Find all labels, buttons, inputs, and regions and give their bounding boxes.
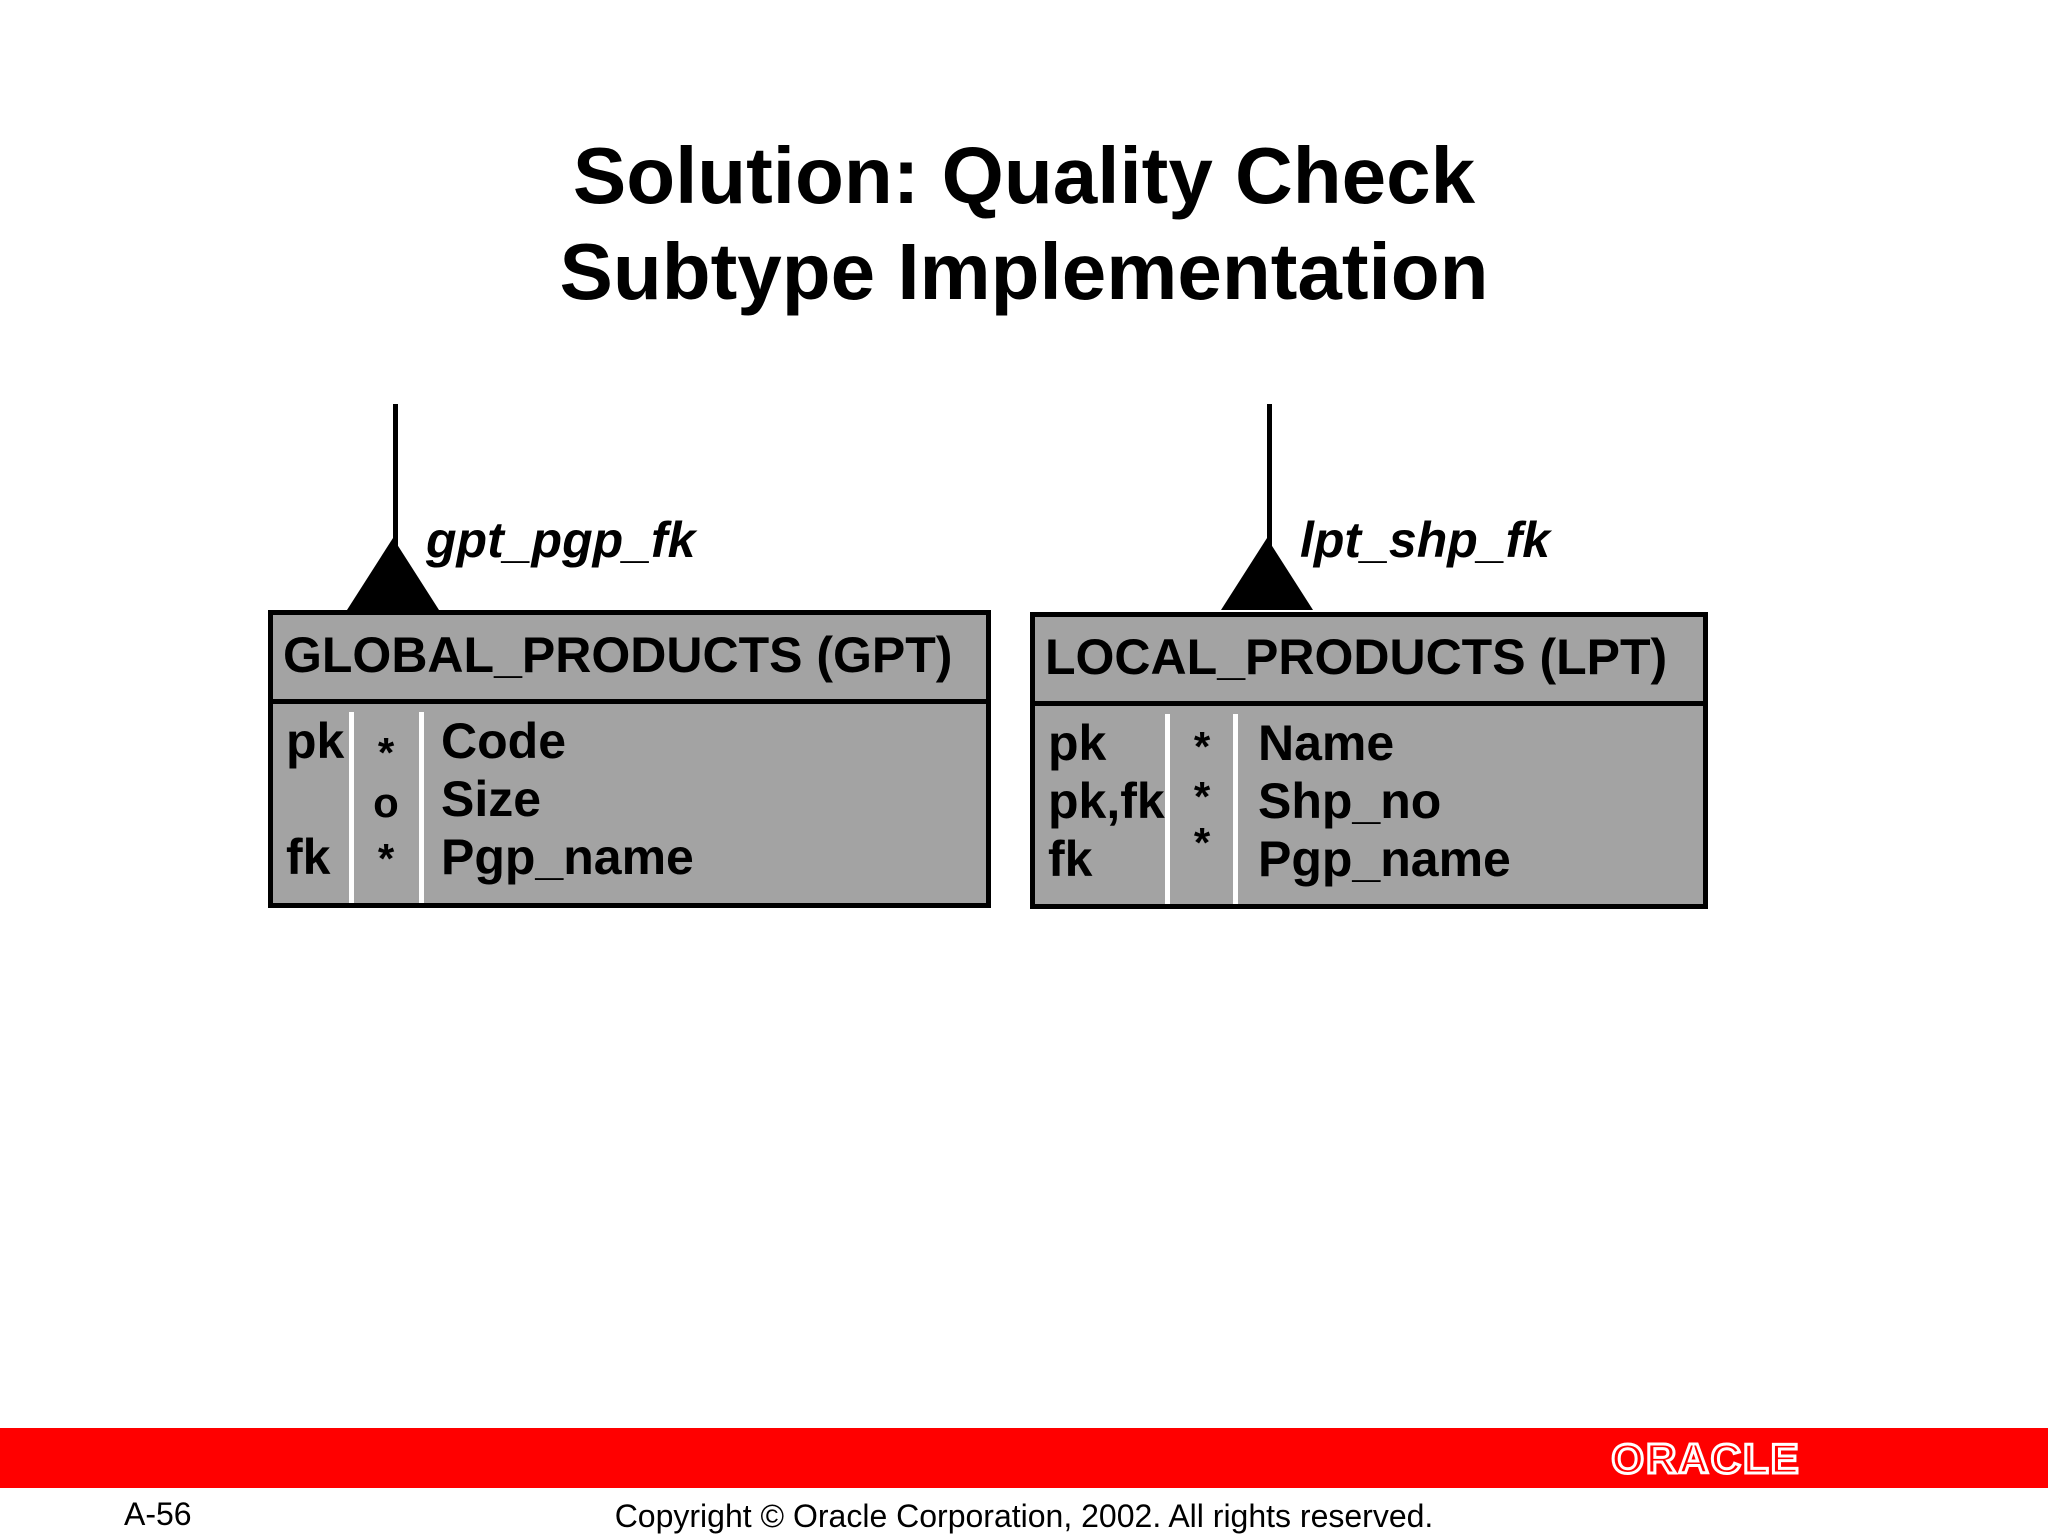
attribute-name: Name — [1258, 715, 1395, 771]
entity-header: LOCAL_PRODUCTS (LPT) — [1035, 617, 1703, 706]
column-divider — [1165, 714, 1170, 904]
entity-header: GLOBAL_PRODUCTS (GPT) — [273, 615, 986, 704]
attribute-optionality: * — [377, 729, 395, 776]
column-divider — [419, 712, 424, 903]
gpt-relationship-label: gpt_pgp_fk — [426, 512, 696, 568]
oracle-logo: ORACLE — [1610, 1434, 1800, 1484]
attribute-optionality: * — [1193, 723, 1211, 770]
column-divider — [349, 712, 354, 903]
attribute-name: Pgp_name — [1258, 831, 1511, 887]
attribute-optionality: o — [373, 779, 399, 826]
attribute-key: pk,fk — [1048, 773, 1165, 829]
attribute-key: pk — [286, 713, 345, 769]
entity-global-products: GLOBAL_PRODUCTS (GPT) pk * Code o Size f… — [268, 610, 991, 908]
attribute-optionality: * — [377, 835, 395, 882]
column-divider — [1233, 714, 1238, 904]
attribute-name: Code — [441, 713, 566, 769]
slide-title-line-1: Solution: Quality Check — [572, 131, 1476, 220]
lpt-relationship-label: lpt_shp_fk — [1300, 512, 1551, 568]
attribute-key: pk — [1048, 715, 1107, 771]
lpt-relationship-line — [1267, 404, 1272, 576]
attribute-name: Shp_no — [1258, 773, 1442, 829]
attribute-name: Size — [441, 771, 542, 827]
slide-title: Solution: Quality Check Subtype Implemen… — [0, 128, 2048, 320]
gpt-arrow-head-icon — [347, 538, 439, 610]
entity-attributes: pk * Name pk,fk * Shp_no fk * Pgp_name — [1035, 706, 1703, 904]
footer-bar: ORACLE — [0, 1428, 2048, 1488]
entity-local-products: LOCAL_PRODUCTS (LPT) pk * Name pk,fk * S… — [1030, 612, 1708, 909]
attribute-key: fk — [1048, 831, 1093, 887]
attribute-key: fk — [286, 829, 331, 885]
oracle-logo-text: ORACLE — [1611, 1435, 1800, 1482]
lpt-arrow-head-icon — [1221, 538, 1313, 610]
attribute-optionality: * — [1193, 819, 1211, 866]
slide-title-line-2: Subtype Implementation — [559, 227, 1489, 316]
gpt-relationship-line — [393, 404, 398, 576]
entity-attributes: pk * Code o Size fk * Pgp_name — [273, 704, 986, 903]
attribute-name: Pgp_name — [441, 829, 694, 885]
attribute-optionality: * — [1193, 773, 1211, 820]
page-number: A-56 — [124, 1496, 192, 1532]
copyright-notice: Copyright © Oracle Corporation, 2002. Al… — [614, 1498, 1434, 1534]
